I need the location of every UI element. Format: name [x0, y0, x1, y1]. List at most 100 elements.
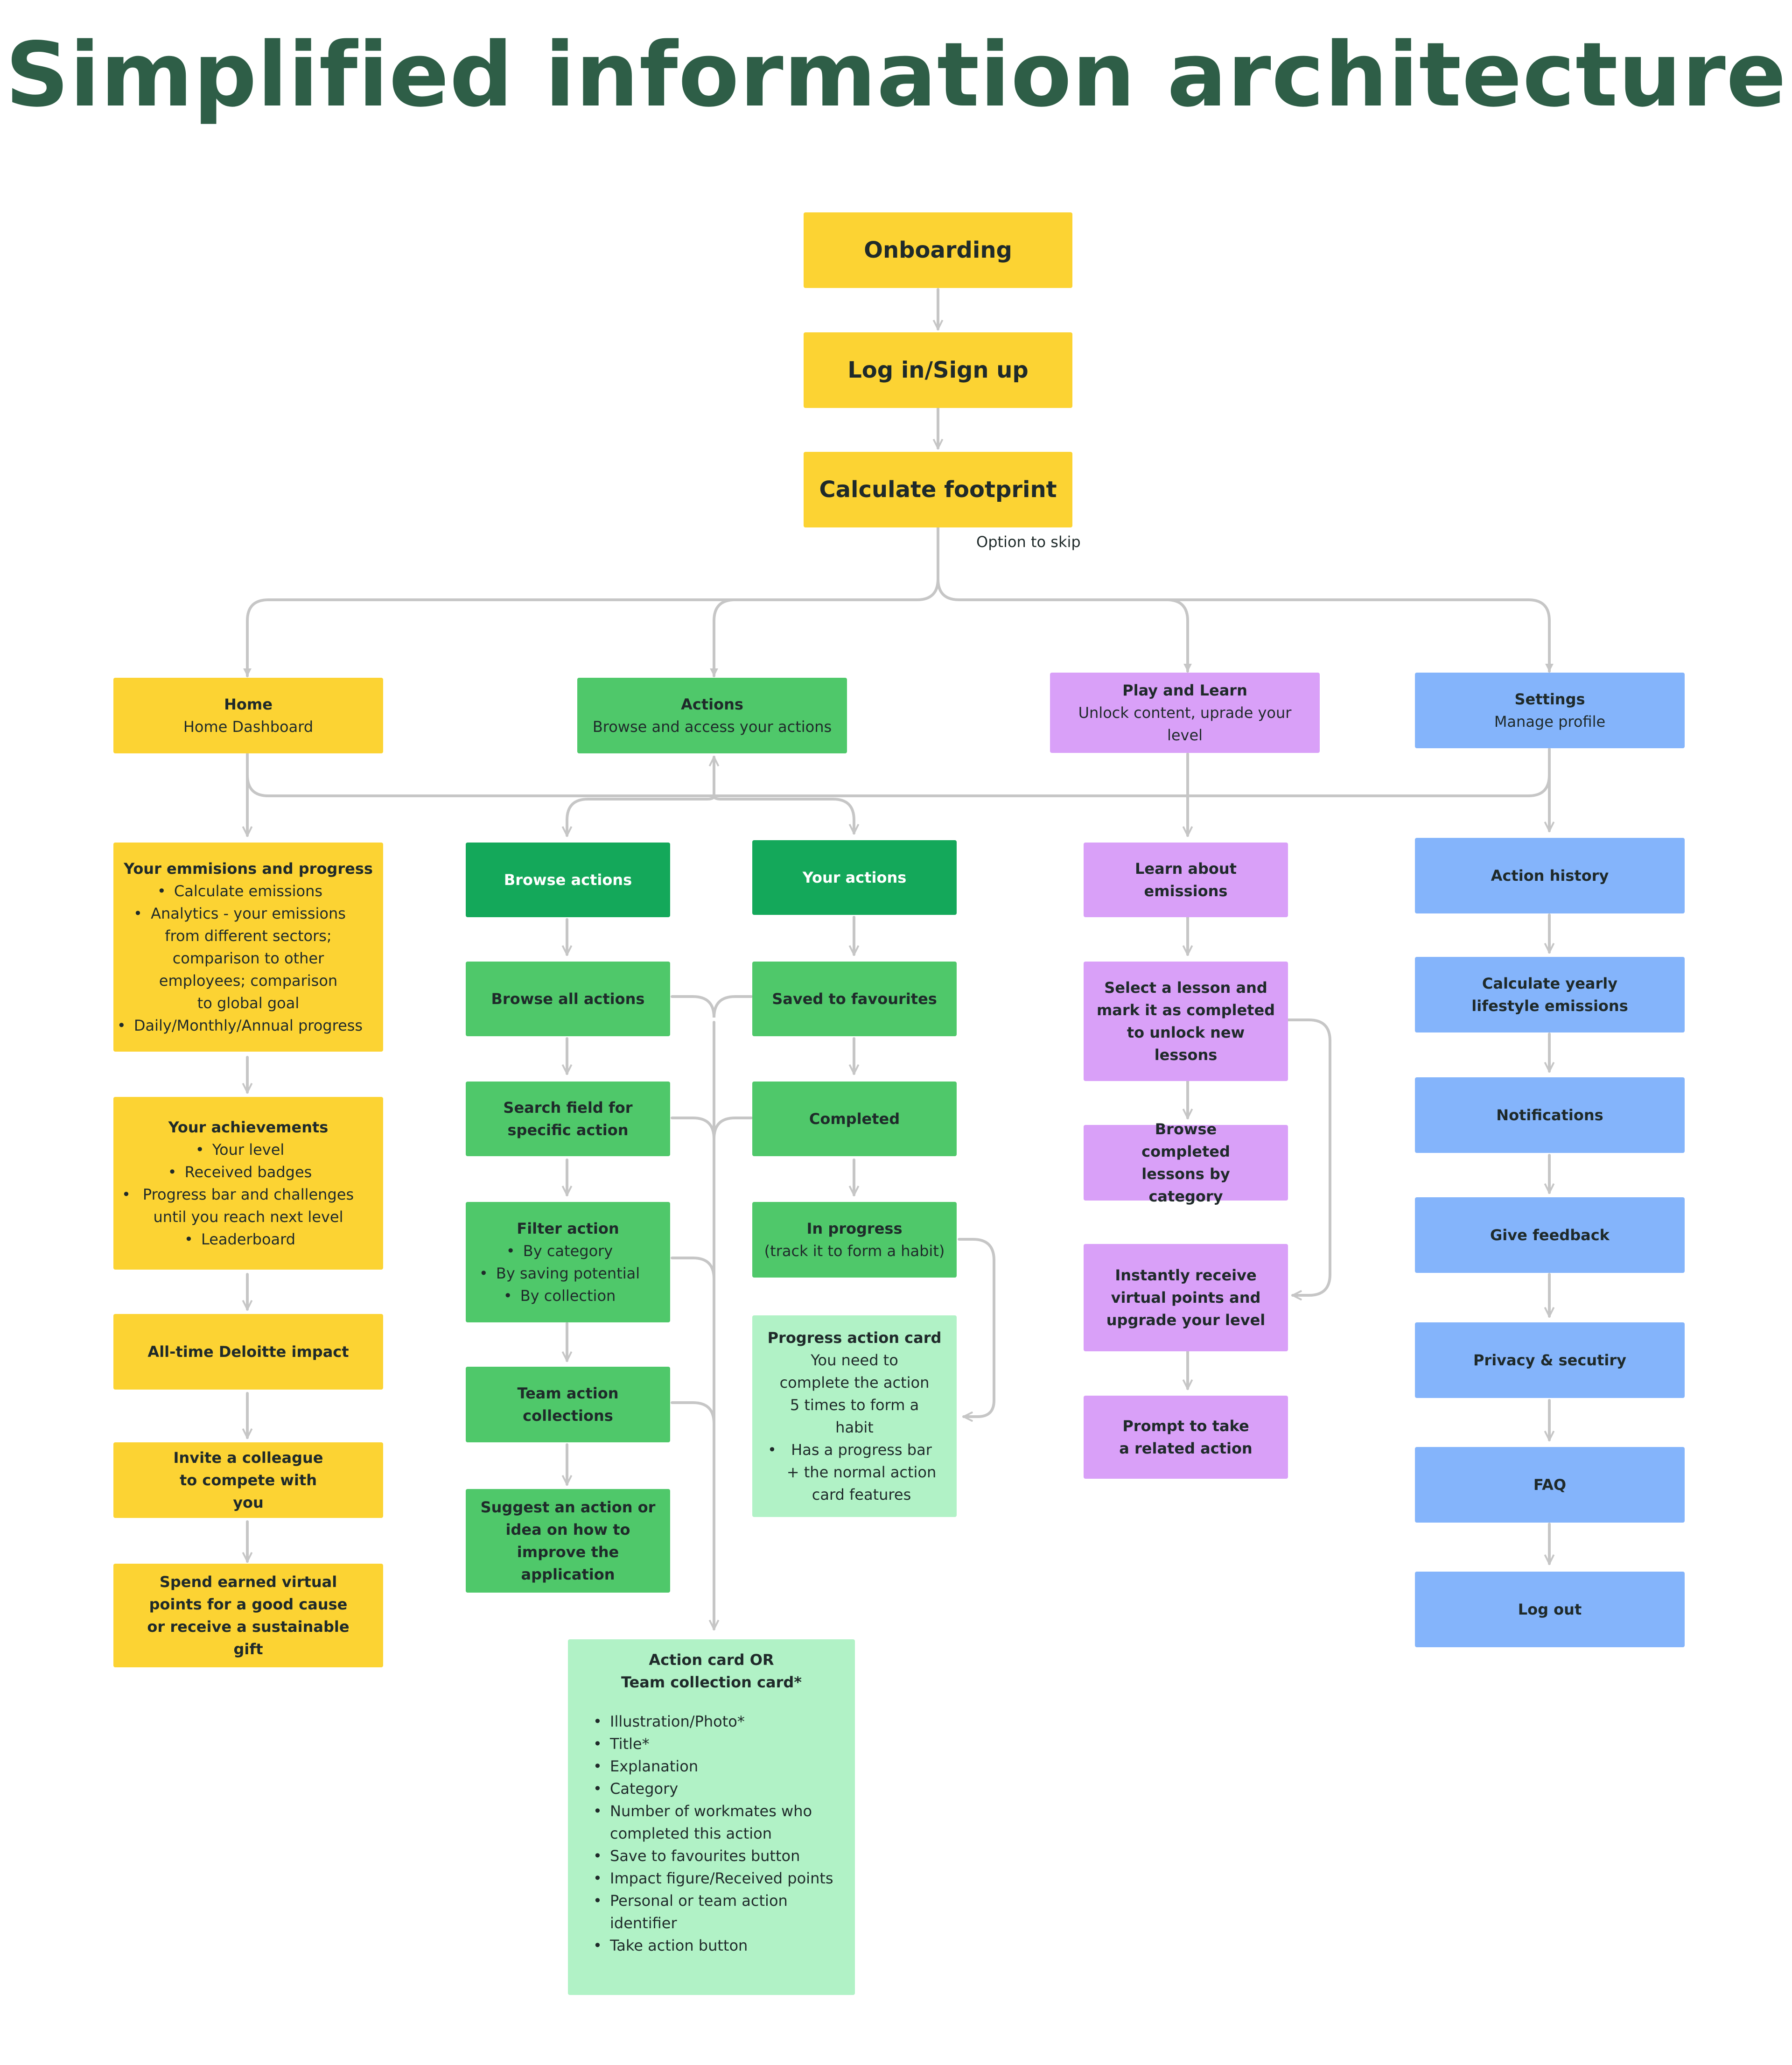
deloitte-impact-label: All-time Deloitte impact — [147, 1343, 349, 1361]
prompt-action-label: Prompt to take a related action — [1119, 1417, 1253, 1457]
completed-label: Completed — [809, 1110, 900, 1128]
play-learn-subtitle: Unlock content, uprade your level — [1078, 704, 1292, 744]
list-item: Received badges — [168, 1161, 312, 1183]
settings-title: Settings — [1514, 690, 1585, 708]
achievements-list: Your level Received badges Progress bar … — [122, 1138, 358, 1250]
arrow-browse-actions — [567, 794, 715, 837]
in-progress-subtitle: (track it to form a habit) — [764, 1242, 945, 1260]
list-item: Personal or team action identifier — [593, 1889, 815, 1934]
list-item: Explanation — [593, 1755, 698, 1777]
login-signup-box: Log in/Sign up — [804, 332, 1072, 408]
browse-all-actions-box: Browse all actions — [466, 962, 670, 1036]
list-item: Your level — [196, 1138, 284, 1161]
list-item: By category — [506, 1240, 613, 1262]
emissions-progress-list: Calculate emissions Analytics - your emi… — [117, 880, 363, 1037]
give-feedback-box: Give feedback — [1415, 1197, 1685, 1273]
play-learn-title: Play and Learn — [1122, 681, 1247, 699]
actions-subtitle: Browse and access your actions — [592, 718, 832, 736]
invite-colleague-label: Invite a colleague to compete with you — [173, 1449, 323, 1511]
progress-action-card-box: Progress action card You need to complet… — [752, 1315, 957, 1517]
log-out-label: Log out — [1518, 1601, 1582, 1618]
saved-favourites-box: Saved to favourites — [752, 962, 957, 1036]
suggest-action-label: Suggest an action or idea on how to impr… — [480, 1498, 656, 1583]
emissions-progress-box: Your emmisions and progress Calculate em… — [113, 843, 383, 1052]
list-item: Has a progress bar + the normal action c… — [768, 1439, 938, 1506]
notifications-label: Notifications — [1496, 1106, 1603, 1124]
tap-search — [671, 1117, 753, 1139]
actions-box: Actions Browse and access your actions — [577, 678, 847, 753]
list-item: Illustration/Photo* — [593, 1710, 745, 1733]
onboarding-label: Onboarding — [864, 237, 1012, 263]
deloitte-impact-box: All-time Deloitte impact — [113, 1314, 383, 1390]
onboarding-box: Onboarding — [804, 212, 1072, 288]
tap-team — [671, 1401, 715, 1425]
filter-action-box: Filter action By category By saving pote… — [466, 1202, 670, 1322]
list-item: Leaderboard — [184, 1228, 295, 1250]
learn-emissions-label: Learn about emissions — [1135, 860, 1237, 900]
achievements-box: Your achievements Your level Received ba… — [113, 1097, 383, 1270]
settings-box: Settings Manage profile — [1415, 673, 1685, 748]
yearly-emissions-box: Calculate yearly lifestyle emissions — [1415, 957, 1685, 1032]
emissions-progress-title: Your emmisions and progress — [124, 860, 373, 878]
login-signup-label: Log in/Sign up — [847, 357, 1029, 383]
home-subtitle: Home Dashboard — [183, 718, 314, 736]
receive-points-label: Instantly receive virtual points and upg… — [1106, 1266, 1266, 1329]
home-title: Home — [224, 695, 273, 713]
receive-points-box: Instantly receive virtual points and upg… — [1084, 1244, 1288, 1351]
browse-actions-box: Browse actions — [466, 843, 670, 917]
privacy-security-label: Privacy & secutiry — [1473, 1351, 1627, 1369]
action-card-list: Illustration/Photo* Title* Explanation C… — [587, 1710, 833, 1957]
branch-actions — [710, 598, 736, 677]
browse-all-actions-label: Browse all actions — [491, 990, 645, 1008]
progress-card-title: Progress action card — [767, 1329, 942, 1347]
filter-action-title: Filter action — [517, 1220, 619, 1237]
action-history-box: Action history — [1415, 838, 1685, 913]
faq-box: FAQ — [1415, 1447, 1685, 1523]
bus-main — [246, 748, 1551, 797]
list-item: Category — [593, 1777, 678, 1800]
team-collection-card-title: Team collection card* — [621, 1673, 802, 1691]
list-item: Title* — [593, 1733, 649, 1755]
action-card-box: Action card OR Team collection card* Ill… — [568, 1639, 855, 1995]
completed-box: Completed — [752, 1082, 957, 1156]
select-lesson-label: Select a lesson and mark it as completed… — [1096, 979, 1275, 1064]
in-progress-box: In progress (track it to form a habit) — [752, 1202, 957, 1278]
give-feedback-label: Give feedback — [1490, 1226, 1610, 1244]
faq-label: FAQ — [1533, 1476, 1567, 1494]
play-learn-box: Play and Learn Unlock content, uprade yo… — [1050, 673, 1320, 753]
list-item: Daily/Monthly/Annual progress — [117, 1014, 363, 1037]
in-progress-title: In progress — [806, 1220, 903, 1237]
arrow-inprogress-card — [958, 1238, 995, 1417]
action-card-title: Action card OR — [649, 1651, 774, 1669]
progress-card-list: Has a progress bar + the normal action c… — [768, 1439, 938, 1506]
branch-home — [243, 577, 939, 677]
option-to-skip-note: Option to skip — [976, 533, 1081, 551]
list-item: Take action button — [593, 1934, 748, 1957]
achievements-title: Your achievements — [168, 1118, 329, 1136]
browse-lessons-box: Browse completed lessons by category — [1084, 1120, 1288, 1205]
team-collections-label: Team action collections — [517, 1384, 619, 1425]
actions-title: Actions — [681, 695, 743, 713]
privacy-security-box: Privacy & secutiry — [1415, 1322, 1685, 1398]
team-collections-box: Team action collections — [466, 1367, 670, 1442]
progress-card-text: You need to complete the action 5 times … — [779, 1351, 930, 1436]
learn-emissions-box: Learn about emissions — [1084, 843, 1288, 917]
home-box: Home Home Dashboard — [113, 678, 383, 753]
action-history-label: Action history — [1491, 867, 1609, 885]
search-field-label: Search field for specific action — [503, 1099, 633, 1139]
list-item: By saving potential — [479, 1262, 640, 1285]
invite-colleague-box: Invite a colleague to compete with you — [113, 1442, 383, 1518]
yearly-emissions-label: Calculate yearly lifestyle emissions — [1471, 975, 1628, 1015]
prompt-action-box: Prompt to take a related action — [1084, 1396, 1288, 1479]
arrow-your-actions — [713, 794, 854, 835]
your-actions-box: Your actions — [752, 840, 957, 915]
filter-action-list: By category By saving potential By colle… — [479, 1240, 640, 1307]
branch-settings — [1165, 598, 1554, 673]
select-lesson-box: Select a lesson and mark it as completed… — [1084, 962, 1288, 1081]
settings-subtitle: Manage profile — [1494, 713, 1606, 730]
branch-play — [937, 577, 1192, 673]
list-item: Number of workmates who completed this a… — [593, 1800, 815, 1845]
list-item: Progress bar and challenges until you re… — [122, 1183, 358, 1228]
tap-filter — [671, 1257, 715, 1280]
